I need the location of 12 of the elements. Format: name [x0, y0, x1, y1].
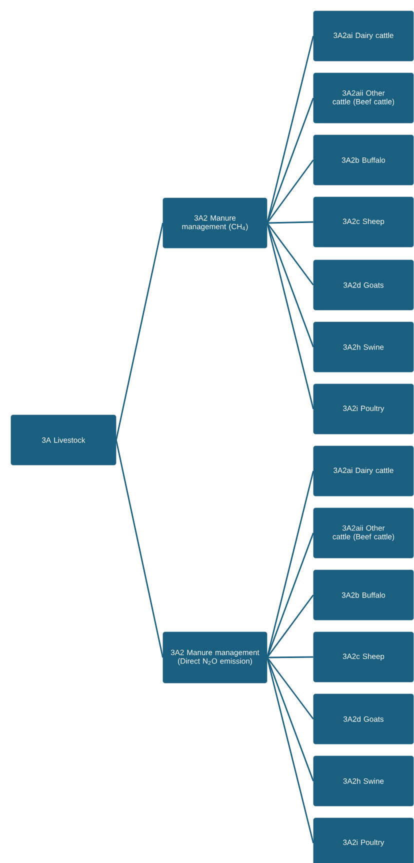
connector-line [266, 36, 314, 224]
connector-line [116, 440, 164, 658]
connector-line [266, 222, 314, 410]
connector-line [266, 594, 314, 658]
connector-line [266, 222, 314, 286]
connector-line [266, 657, 314, 844]
connector-line [116, 222, 164, 440]
connector-line [267, 656, 314, 658]
connector-line [266, 470, 314, 658]
connector-line [266, 657, 314, 720]
connector-line [267, 221, 314, 224]
connector-line [266, 160, 314, 224]
